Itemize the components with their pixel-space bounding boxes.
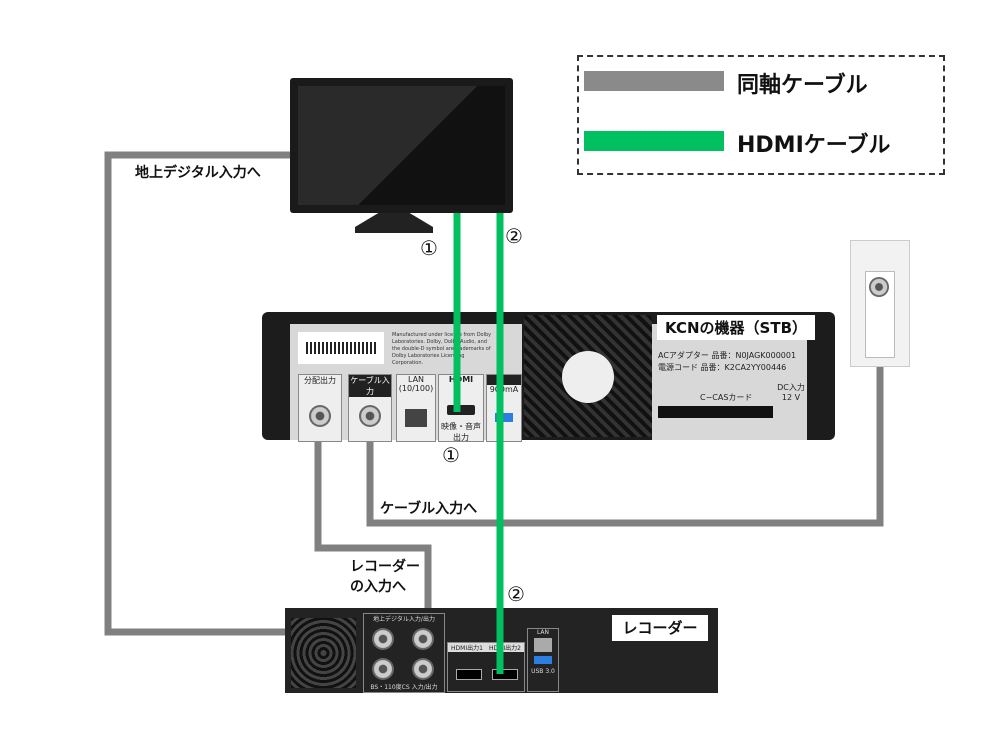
recorder-title: レコーダー	[612, 615, 708, 641]
wall-outlet	[850, 240, 910, 367]
legend-hdmi-label: HDMIケーブル	[737, 133, 891, 158]
stb-left-panel: Manufactured under license from Dolby La…	[290, 324, 522, 442]
label-recorder-in-1: レコーダー	[350, 559, 420, 575]
port-usb: 900mA	[486, 374, 522, 442]
adapter-info: ACアダプター 品番：N0JAGK000001	[658, 351, 797, 360]
stb-title: KCNの機器（STB）	[657, 315, 815, 340]
stb-right-panel: ACアダプター 品番：N0JAGK000001 電源コード 品番：K2CA2YY…	[652, 324, 807, 440]
ccas-label: C−CASカード	[700, 393, 753, 402]
fan	[524, 315, 652, 437]
dolby-notice: Manufactured under license from Dolby La…	[392, 332, 492, 366]
coax-cable-tv-to-recorder	[104, 151, 378, 636]
label-cable-in: ケーブル入力へ	[380, 501, 478, 517]
tv-stand	[355, 213, 433, 233]
barcode-label	[298, 332, 384, 364]
recorder-fan	[291, 618, 356, 688]
recorder-antenna-ports: 地上デジタル入力/出力 BS・110度CS 入力/出力	[363, 613, 445, 693]
legend-coax-swatch	[584, 71, 724, 91]
recorder-lan-usb: LAN USB 3.0	[527, 628, 559, 692]
label-recorder-in-2: の入力へ	[350, 579, 406, 595]
coax-cable-wall-to-stb	[366, 305, 884, 527]
ccas-slot	[658, 406, 773, 418]
label-tv-terrestrial-in: 地上デジタル入力へ	[135, 165, 261, 181]
stb-device: Manufactured under license from Dolby La…	[262, 312, 835, 442]
tv	[290, 78, 513, 213]
port-lan: LAN (10/100)	[396, 374, 436, 442]
marker-2-top: ②	[505, 224, 523, 248]
legend: 同軸ケーブル HDMIケーブル	[577, 55, 945, 175]
dc-in-label: DC入力 12 V	[777, 383, 805, 402]
port-cable-in: ケーブル入力	[348, 374, 392, 442]
legend-coax-label: 同軸ケーブル	[737, 73, 868, 98]
port-split-out: 分配出力	[298, 374, 342, 442]
coax-cable-split-to-recorder	[314, 410, 432, 632]
marker-1-top: ①	[420, 236, 438, 260]
cord-info: 電源コード 品番：K2CA2YY00446	[658, 363, 787, 372]
marker-1-bottom: ①	[442, 443, 460, 467]
marker-2-bottom: ②	[507, 582, 525, 606]
legend-hdmi-swatch	[584, 131, 724, 151]
